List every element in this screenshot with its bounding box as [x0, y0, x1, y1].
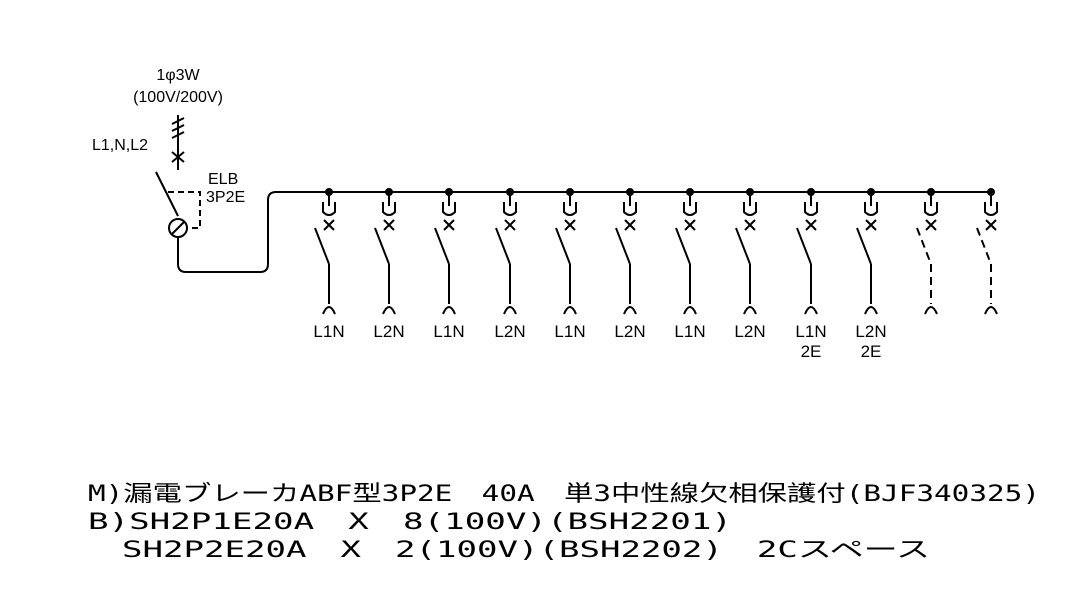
breaker-contact — [434, 227, 450, 265]
branch-circuit-label: L2N — [734, 322, 765, 341]
branch-circuit — [856, 188, 878, 315]
branch-circuit — [796, 188, 818, 315]
outgoing-terminal — [382, 306, 396, 315]
plug-in-contact — [924, 202, 938, 216]
outgoing-terminal — [623, 306, 637, 315]
outgoing-terminal — [442, 306, 456, 315]
branch-earth-label: 2E — [801, 342, 822, 361]
branch-circuit — [374, 188, 396, 315]
branch-circuit-label: L2N — [614, 322, 645, 341]
branch-circuit — [735, 188, 757, 315]
branch-circuit — [976, 188, 998, 315]
breaker-contact — [856, 227, 872, 265]
outgoing-terminal — [924, 306, 938, 315]
plug-in-contact — [804, 202, 818, 216]
plug-in-contact — [984, 202, 998, 216]
plug-in-contact — [743, 202, 757, 216]
supply-voltage-label: (100V/200V) — [133, 89, 223, 106]
branch-circuit-label: L1N — [795, 322, 826, 341]
outgoing-terminal — [683, 306, 697, 315]
branch-circuit — [555, 188, 577, 315]
plug-in-contact — [322, 202, 336, 216]
breaker-contact — [374, 227, 390, 265]
plug-in-contact — [623, 202, 637, 216]
branch-circuit — [916, 188, 938, 315]
branch-circuit-label: L2N — [855, 322, 886, 341]
outgoing-terminal — [864, 306, 878, 315]
branch-circuit — [434, 188, 456, 315]
plug-in-contact — [442, 202, 456, 216]
branch-circuit-label: L1N — [554, 322, 585, 341]
outgoing-terminal — [984, 306, 998, 315]
main-breaker-type-label: ELB — [208, 171, 238, 188]
breaker-contact — [675, 227, 691, 265]
breaker-contact — [314, 227, 330, 265]
note-branch-breakers-2e: SH2P2E20A X 2(100V)(BSH2202) 2Cスペース — [88, 538, 930, 563]
plug-in-contact — [864, 202, 878, 216]
outgoing-terminal — [503, 306, 517, 315]
branch-circuit — [675, 188, 697, 315]
branch-earth-label: 2E — [861, 342, 882, 361]
breaker-contact — [916, 227, 932, 265]
breaker-contact — [976, 227, 992, 265]
branch-circuit-label: L1N — [433, 322, 464, 341]
note-main-breaker: M)漏電ブレーカABF型3P2E 40A 単3中性線欠相保護付(BJF34032… — [88, 482, 1040, 507]
breaker-contact — [495, 227, 511, 265]
outgoing-terminal — [804, 306, 818, 315]
outgoing-terminal — [743, 306, 757, 315]
supply-conductor — [171, 115, 185, 168]
branch-circuit-label: L1N — [674, 322, 705, 341]
breaker-contact — [735, 227, 751, 265]
branch-circuit — [615, 188, 637, 315]
outgoing-terminal — [563, 306, 577, 315]
branch-circuit-label: L2N — [494, 322, 525, 341]
plug-in-contact — [503, 202, 517, 216]
main-breaker-poles-label: 3P2E — [206, 189, 245, 206]
supply-phase-label: 1φ3W — [156, 67, 200, 84]
note-branch-breakers-1e: B)SH2P1E20A X 8(100V)(BSH2201) — [88, 510, 732, 535]
outgoing-terminal — [322, 306, 336, 315]
breaker-contact — [615, 227, 631, 265]
branch-circuit — [314, 188, 336, 315]
branch-circuit-label: L1N — [313, 322, 344, 341]
breaker-contact — [796, 227, 812, 265]
branch-circuit — [495, 188, 517, 315]
branch-circuit-label: L2N — [373, 322, 404, 341]
breaker-contact — [555, 227, 571, 265]
main-breaker — [155, 168, 992, 273]
plug-in-contact — [683, 202, 697, 216]
plug-in-contact — [382, 202, 396, 216]
plug-in-contact — [563, 202, 577, 216]
supply-lines-label: L1,N,L2 — [92, 137, 148, 154]
